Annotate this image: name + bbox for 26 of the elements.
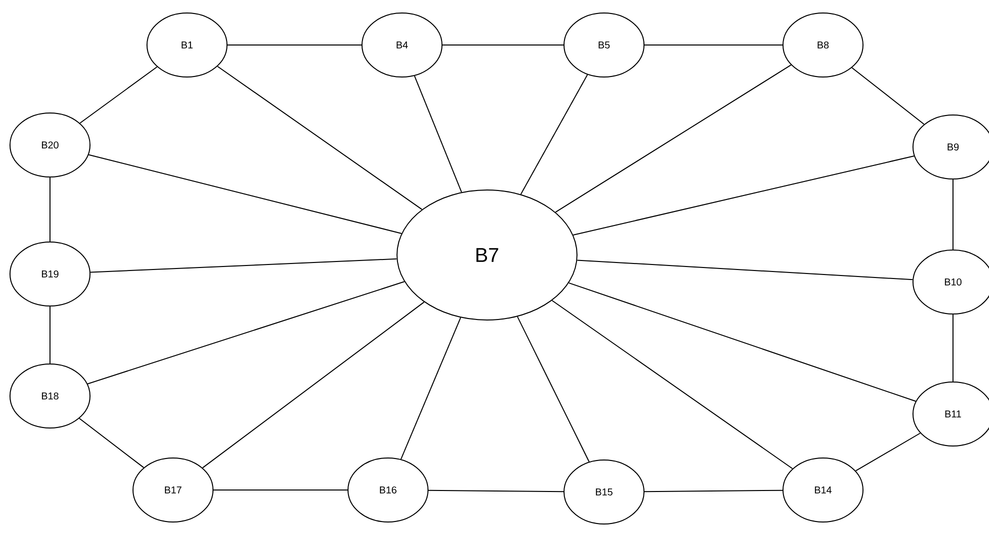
- connector-line: [572, 156, 915, 236]
- connector-line: [90, 258, 398, 273]
- connector-line: [400, 317, 462, 460]
- connector-line: [88, 154, 402, 234]
- connector-line: [855, 432, 921, 472]
- connector-line: [78, 418, 144, 468]
- connector-line: [213, 489, 348, 490]
- connector-line: [576, 260, 914, 280]
- connector-line: [952, 314, 954, 382]
- connector-line: [79, 66, 158, 124]
- connector-line: [217, 66, 422, 210]
- connector-line: [428, 490, 564, 492]
- connector-line: [414, 75, 462, 193]
- connector-line: [644, 490, 783, 492]
- connector-line: [516, 316, 590, 462]
- connector-line: [952, 178, 954, 250]
- connector-line: [442, 44, 564, 46]
- connector-line: [851, 67, 925, 125]
- connector-line: [87, 281, 405, 384]
- connector-line: [227, 44, 362, 46]
- connector-line: [644, 44, 783, 46]
- connector-line: [568, 282, 916, 402]
- connector-line: [552, 300, 793, 470]
- connector-line: [555, 64, 792, 213]
- connector-line: [520, 74, 588, 195]
- connector-line: [202, 302, 425, 468]
